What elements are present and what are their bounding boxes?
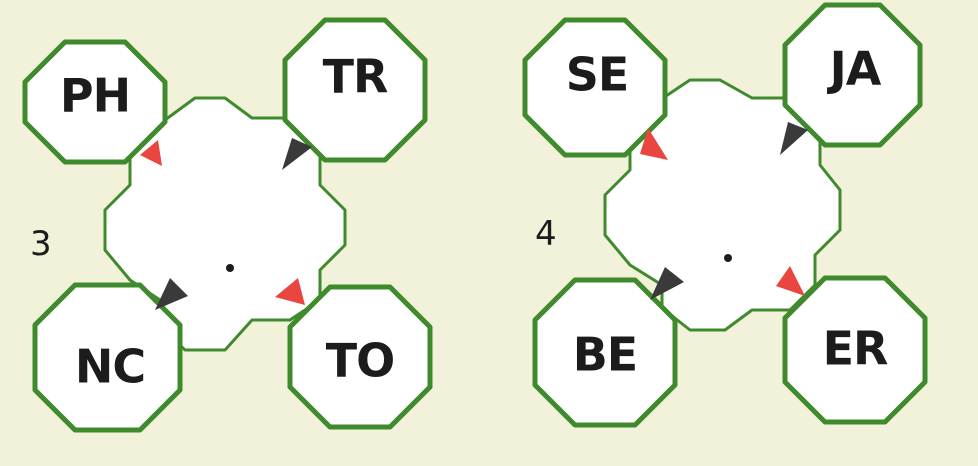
diagram-number: 3: [30, 224, 52, 264]
arrow-bottom-left: [155, 278, 188, 310]
octagon-label: BE: [573, 328, 637, 382]
octagon-shape: [782, 2, 923, 148]
octagon-bottom-right: ER: [782, 275, 928, 425]
diagram-number: 4: [535, 214, 557, 254]
arrow-bottom-right: [275, 278, 305, 305]
center-dot: [724, 254, 732, 262]
arrow-bottom-right: [776, 266, 805, 296]
octagon-label: PH: [60, 69, 130, 123]
octagon-bottom-left: NC: [32, 282, 183, 433]
arrow-bottom-left: [650, 267, 684, 300]
center-dot: [226, 264, 234, 272]
octagon-top-left: PH: [22, 39, 168, 165]
octagon-bottom-left: BE: [532, 277, 678, 428]
octagon-shape: [782, 275, 928, 425]
arrow-top-right: [780, 122, 808, 155]
octagon-top-right: JA: [782, 2, 923, 148]
octagon-label: JA: [827, 42, 882, 96]
octagon-label: TR: [323, 50, 388, 104]
arrow-top-left: [140, 140, 162, 166]
octagon-top-left: SE: [522, 17, 668, 158]
diagram-4: 4 SE JA BE ER: [522, 2, 928, 428]
octagon-shape: [32, 282, 183, 433]
octagon-bottom-right: TO: [287, 284, 433, 430]
arrow-top-right: [282, 138, 312, 170]
octagon-shape: [282, 17, 428, 163]
octagon-shape: [287, 284, 433, 430]
octagon-label: SE: [566, 48, 629, 102]
octagon-label: TO: [326, 334, 394, 388]
octagon-shape: [522, 17, 668, 158]
octagon-shape: [532, 277, 678, 428]
octagon-shape: [22, 39, 168, 165]
octagon-top-right: TR: [282, 17, 428, 163]
octagon-label: NC: [75, 340, 145, 394]
arrow-top-left: [640, 128, 668, 160]
octagon-label: ER: [823, 322, 888, 376]
diagram-3: 3 PH TR NC TO: [22, 17, 433, 433]
